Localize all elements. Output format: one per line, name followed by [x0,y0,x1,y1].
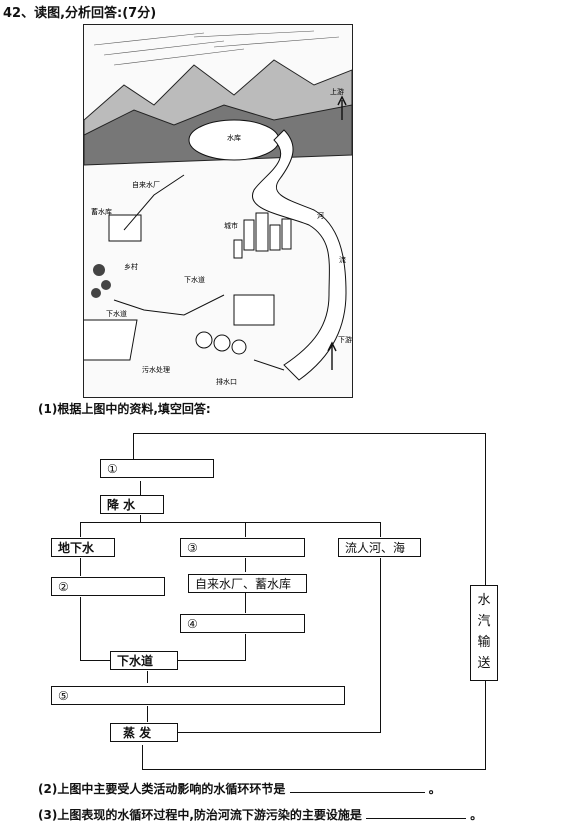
blank-box-2: ② [51,577,165,596]
river-sea-box: 流人河、海 [338,538,421,557]
box2-to-sewer [80,660,110,661]
branch-box3 [245,522,246,537]
waterworks-box: 自来水厂、蓄水库 [188,574,307,593]
bottom-line [142,769,486,770]
map-label-upstream: 上游 [330,88,344,96]
evaporation-box: 蒸 发 [110,723,178,742]
answer-blank-3[interactable] [366,807,467,819]
part1-prompt: (1)根据上图中的资料,填空回答: [38,402,211,416]
water-cycle-illustration: 水库 自来水厂 蓄水库 城市 乡村 下水道 下水道 污水处理 排水口 河 流 上… [59,24,353,398]
map-label-river-b: 流 [339,256,346,264]
blank-box-1: ① [100,459,214,478]
precip-branch [80,522,381,523]
box3-to-waterworks [245,558,246,572]
map-label-sewage-treatment: 污水处理 [142,366,170,374]
sewer-box: 下水道 [110,651,178,670]
map-label-storage: 蓄水库 [91,208,112,216]
arrow-into-box1 [133,433,134,459]
map-label-reservoir: 水库 [227,134,241,142]
box4-to-sewer [178,660,246,661]
question-3-text: (3)上图表现的水循环过程中,防治河流下游污染的主要设施是 [38,808,362,822]
sewer-to-box5 [147,671,148,683]
question-2: (2)上图中主要受人类活动影响的水循环环节是 。 [38,780,441,797]
vapor-char-2: 汽 [477,614,491,629]
waterworks-to-box4 [245,593,246,613]
map-label-sewer-2: 下水道 [106,310,127,318]
map-label-river-a: 河 [317,212,324,220]
question-2-end: 。 [428,782,441,796]
river-to-evap [178,732,381,733]
precipitation-box: 降 水 [100,495,164,514]
box5-to-evap [147,706,148,722]
blank-box-3: ③ [180,538,305,557]
box4-down [245,634,246,661]
right-upper-line [485,433,486,585]
box2-down [80,597,81,661]
right-lower-line [485,680,486,770]
map-label-sewer: 下水道 [184,276,205,284]
vapor-char-1: 水 [477,593,491,608]
map-label-outfall: 排水口 [216,378,237,386]
map-label-city: 城市 [224,222,238,230]
map-label-village: 乡村 [124,263,138,271]
blank-box-5: ⑤ [51,686,345,705]
map-label-downstream: 下游 [338,336,352,344]
blank-box-4: ④ [180,614,305,633]
question-2-text: (2)上图中主要受人类活动影响的水循环环节是 [38,782,286,796]
groundwater-to-box2 [80,558,81,576]
landscape-drawing [59,30,353,381]
question-title: 42、读图,分析回答:(7分) [3,6,157,21]
groundwater-box: 地下水 [51,538,115,557]
vapor-transport-box: 水 汽 输 送 [470,585,498,681]
branch-groundwater [80,522,81,537]
evap-down-line [142,745,143,769]
vapor-char-4: 送 [477,656,491,671]
answer-blank-2[interactable] [289,781,425,793]
top-return-line [133,433,486,434]
branch-river [380,522,381,537]
box1-to-precip [140,481,141,495]
question-3-end: 。 [470,808,483,822]
river-down [380,558,381,733]
precip-down [140,515,141,523]
question-3: (3)上图表现的水循环过程中,防治河流下游污染的主要设施是 。 [38,806,482,823]
vapor-char-3: 输 [477,635,491,650]
map-label-waterworks: 自来水厂 [132,181,160,189]
